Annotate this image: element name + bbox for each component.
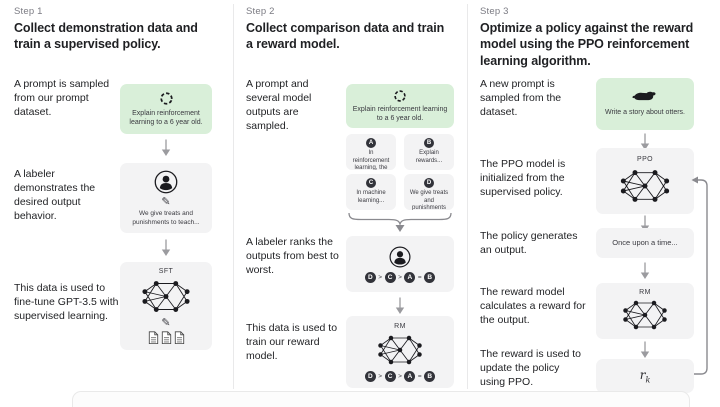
rank-letter: A	[404, 370, 416, 382]
output-a-text: In reinforcement learning, the agent is.…	[352, 150, 390, 170]
labeler-person-icon	[388, 245, 412, 269]
column-divider	[467, 4, 468, 389]
prompt-example-text: Explain reinforcement learning to a 6 ye…	[352, 105, 448, 122]
rank-letter: B	[424, 272, 436, 283]
down-arrow-icon	[160, 139, 172, 157]
step-2-sample-caption: A prompt and several model outputs are s…	[246, 78, 312, 132]
step-1-prompt-box: Explain reinforcement learning to a 6 ye…	[120, 84, 212, 134]
rank-letter: D	[364, 370, 376, 382]
output-d-text: We give treats and punishments to teach.…	[409, 190, 449, 210]
next-section-card-edge	[72, 391, 690, 407]
step-3-heading: Optimize a policy against the reward mod…	[480, 21, 694, 68]
step-1-labeler-box: ✎ We give treats and punishments to teac…	[120, 163, 212, 233]
step-3-prompt-box: Write a story about otters.	[596, 78, 694, 130]
rank-letter: C	[384, 370, 396, 382]
refresh-icon	[159, 91, 174, 106]
rank-separator: >	[398, 274, 402, 281]
output-b-letter: B	[424, 138, 434, 148]
step-3-reward-caption: The reward model calculates a reward for…	[480, 286, 586, 326]
rank-letter: A	[404, 272, 416, 283]
rank-separator: >	[378, 274, 383, 281]
step-1-heading: Collect demonstration data and train a s…	[14, 21, 198, 52]
sft-model-title: SFT	[158, 267, 174, 275]
feedback-loop-arrow	[691, 176, 708, 375]
ranking: D > C > A = B	[364, 272, 436, 283]
reward-symbol: rk	[640, 368, 651, 384]
reward-model-title: RM	[394, 322, 406, 330]
step-2-label: Step 2	[246, 6, 275, 17]
output-c-box: C In machine learning...	[346, 174, 396, 210]
output-c-letter: C	[366, 178, 376, 188]
down-arrow-icon	[394, 297, 406, 315]
down-arrow-icon	[160, 239, 172, 257]
reward-symbol-r: r	[639, 367, 646, 382]
output-a-letter: A	[366, 138, 376, 148]
step-3-output-caption: The policy generates an output.	[480, 230, 578, 256]
output-d-box: D We give treats and punishments to teac…	[404, 174, 454, 210]
step-2-heading: Collect comparison data and train a rewa…	[246, 21, 445, 52]
policy-output-box: Once upon a time...	[596, 228, 694, 258]
document-icon	[174, 331, 185, 345]
rank-letter: D	[364, 272, 376, 283]
document-icon	[148, 331, 159, 345]
rank-separator: =	[417, 274, 422, 281]
step-2-labeler-box: D > C > A = B	[346, 236, 454, 292]
prompt-example-text: Explain reinforcement learning to a 6 ye…	[129, 109, 203, 126]
neural-network-icon	[140, 277, 192, 316]
otter-icon	[632, 90, 658, 105]
output-d-letter: D	[424, 178, 434, 188]
rank-separator: =	[417, 372, 422, 380]
neural-network-icon	[618, 166, 672, 206]
reward-symbol-k: k	[645, 375, 651, 385]
step-3-prompt-caption: A new prompt is sampled from the dataset…	[480, 78, 562, 118]
ppo-model-title: PPO	[637, 155, 653, 163]
reward-model-box: RM	[596, 283, 694, 339]
step-2-rm-caption: This data is used to train our reward mo…	[246, 322, 338, 362]
brace-down-icon	[346, 212, 454, 234]
neural-network-icon	[376, 332, 424, 368]
step-2-rank-caption: A labeler ranks the outputs from best to…	[246, 236, 339, 276]
output-b-box: B Explain rewards...	[404, 134, 454, 170]
output-c-text: In machine learning...	[356, 190, 386, 204]
step-1-label: Step 1	[14, 6, 43, 17]
step-3-update-caption: The reward is used to update the policy …	[480, 348, 581, 388]
step-1-labeler-caption: A labeler demonstrates the desired outpu…	[14, 168, 96, 222]
down-arrow-icon	[639, 341, 651, 359]
step-3-label: Step 3	[480, 6, 509, 17]
pencil-icon: ✎	[161, 316, 171, 329]
output-b-text: Explain rewards...	[415, 150, 443, 164]
rank-letter: C	[384, 272, 396, 283]
demonstration-text: We give treats and punishments to teach.…	[132, 210, 200, 226]
step-1-prompt-caption: A prompt is sampled from our prompt data…	[14, 78, 110, 118]
step-2-prompt-box: Explain reinforcement learning to a 6 ye…	[346, 84, 454, 128]
neural-network-icon	[621, 297, 669, 333]
output-a-box: A In reinforcement learning, the agent i…	[346, 134, 396, 170]
down-arrow-icon	[639, 262, 651, 280]
reward-value-box: rk	[596, 359, 694, 393]
rank-letter: B	[424, 370, 436, 382]
sft-model-box: SFT ✎	[120, 262, 212, 350]
reward-model-box: RM D > C > A = B	[346, 316, 454, 388]
prompt-example-text: Write a story about otters.	[604, 109, 685, 117]
policy-output-text: Once upon a time...	[612, 238, 678, 248]
document-icon	[161, 331, 172, 345]
reward-model-title: RM	[639, 288, 651, 296]
ppo-model-box: PPO	[596, 148, 694, 214]
column-divider	[233, 4, 234, 389]
documents-icon	[148, 331, 185, 345]
labeler-person-icon	[153, 169, 179, 195]
pencil-icon: ✎	[161, 196, 171, 209]
refresh-icon	[393, 89, 407, 103]
step-1-sft-caption: This data is used to fine-tune GPT-3.5 w…	[14, 282, 119, 322]
rank-separator: >	[378, 372, 383, 380]
step-3-ppo-caption: The PPO model is initialized from the su…	[480, 158, 566, 198]
ranking: D > C > A = B	[364, 370, 436, 382]
rank-separator: >	[398, 372, 402, 380]
